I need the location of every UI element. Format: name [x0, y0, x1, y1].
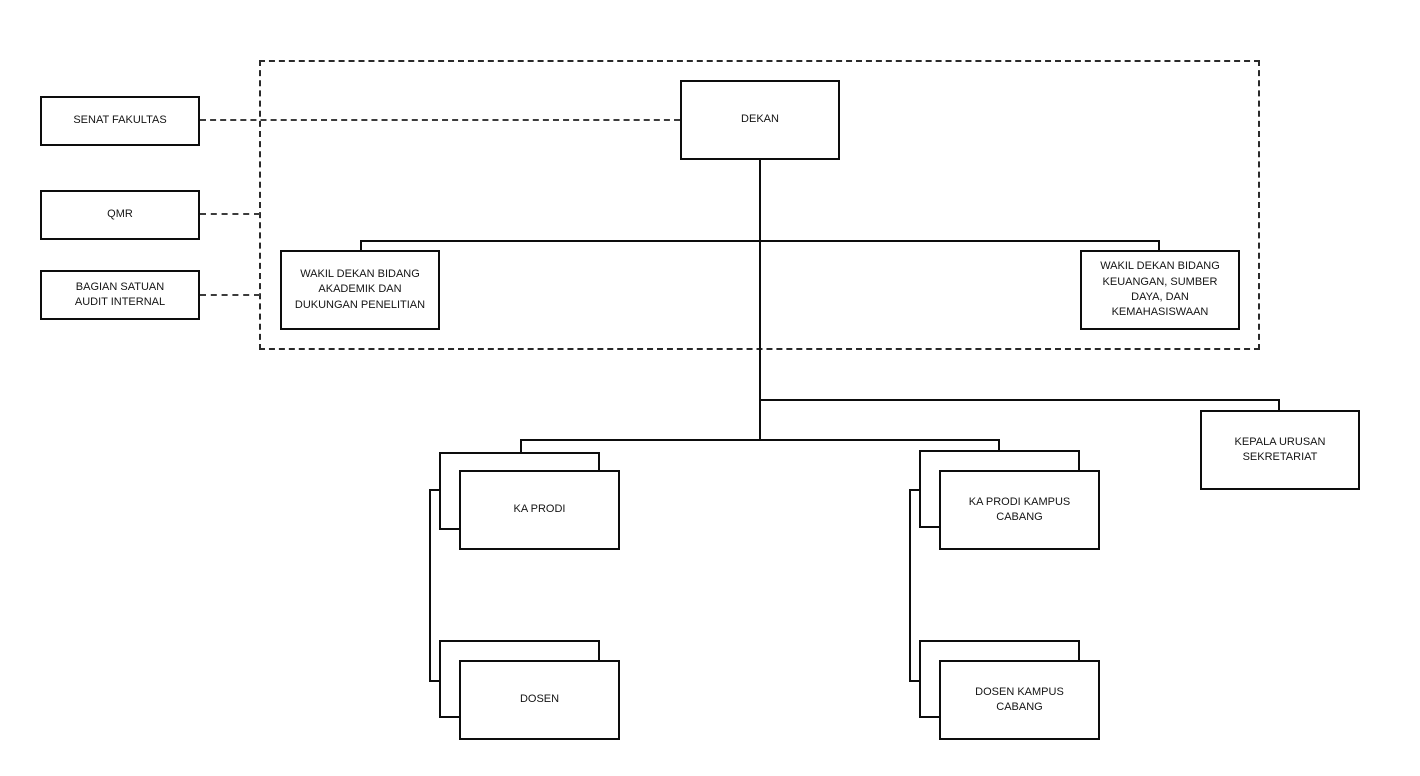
connector-cabang-dosen-bottom	[909, 680, 921, 682]
connector-senat-dekan-dashed	[200, 119, 680, 121]
node-bagian-satuan-audit-internal: BAGIAN SATUAN AUDIT INTERNAL	[40, 270, 200, 320]
connector-kaprodi-dosen-top	[429, 489, 441, 491]
connector-wakil-right-stub	[1158, 240, 1160, 252]
node-ka-prodi: KA PRODI	[459, 470, 620, 550]
connector-sekretariat-horizontal	[759, 399, 1280, 401]
connector-audit-dashed	[200, 294, 260, 296]
connector-cabang-dosen-vertical	[909, 489, 911, 682]
connector-kaprodi-dosen-bottom	[429, 680, 441, 682]
connector-dekan-trunk	[759, 160, 761, 441]
node-dosen: DOSEN	[459, 660, 620, 740]
connector-qmr-dashed	[200, 213, 260, 215]
connector-kaprodi-stub	[520, 439, 522, 454]
node-ka-prodi-kampus-cabang: KA PRODI KAMPUS CABANG	[939, 470, 1100, 550]
node-kepala-urusan-sekretariat: KEPALA URUSAN SEKRETARIAT	[1200, 410, 1360, 490]
node-wakil-dekan-keuangan: WAKIL DEKAN BIDANG KEUANGAN, SUMBER DAYA…	[1080, 250, 1240, 330]
connector-wakil-left-stub	[360, 240, 362, 252]
connector-wakil-branch	[360, 240, 1160, 242]
connector-kaprodi-dosen-vertical	[429, 489, 431, 682]
connector-prodi-branch	[520, 439, 1000, 441]
node-qmr: QMR	[40, 190, 200, 240]
node-wakil-dekan-akademik: WAKIL DEKAN BIDANG AKADEMIK DAN DUKUNGAN…	[280, 250, 440, 330]
node-senat-fakultas: SENAT FAKULTAS	[40, 96, 200, 146]
connector-kaprodi-cabang-stub	[998, 439, 1000, 452]
connector-sekretariat-stub	[1278, 399, 1280, 412]
connector-cabang-dosen-top	[909, 489, 921, 491]
node-dekan: DEKAN	[680, 80, 840, 160]
node-dosen-kampus-cabang: DOSEN KAMPUS CABANG	[939, 660, 1100, 740]
